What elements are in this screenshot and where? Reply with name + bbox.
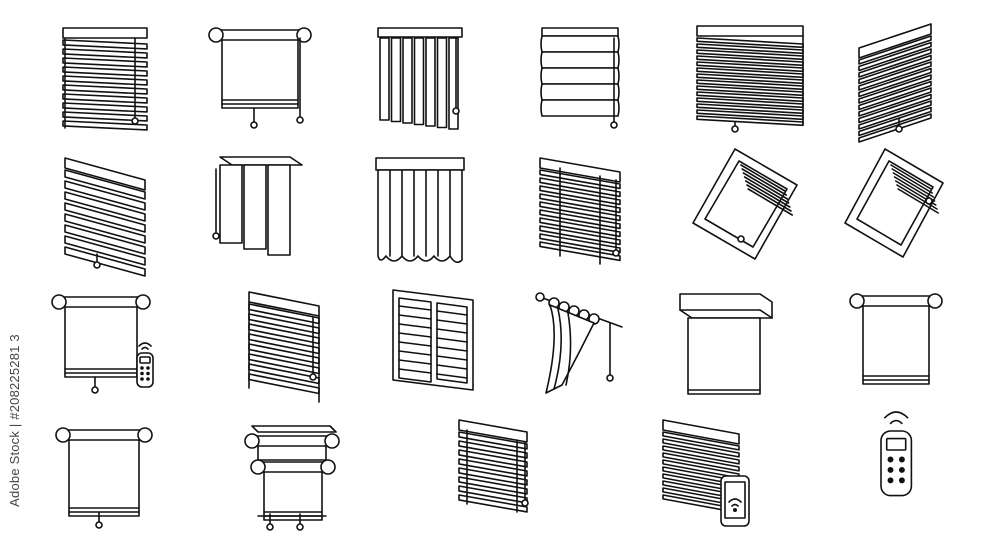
smart-blinds-with-phone-icon — [662, 419, 750, 527]
stock-id-watermark: Adobe Stock | #208225281 3 — [4, 300, 24, 540]
layered-zebra-blinds-icon — [64, 157, 146, 277]
double-roller-blind-icon — [244, 425, 340, 531]
skylight-window-blind-icon — [692, 148, 798, 260]
stock-id-text: Adobe Stock | #208225281 3 — [6, 333, 22, 507]
skylight-window-blind-alt-icon — [844, 148, 944, 258]
wooden-blinds-icon — [539, 157, 621, 265]
roller-blind-pull-chain-icon — [55, 427, 153, 529]
blinds-remote-control-icon — [880, 411, 913, 497]
horizontal-venetian-blinds-icon — [62, 27, 148, 131]
curtain-on-rod-icon — [535, 292, 623, 394]
vertical-blinds-icon — [377, 27, 463, 130]
panel-track-blinds-icon — [212, 156, 303, 256]
cassette-blinds-icon — [248, 291, 320, 403]
plain-roller-blind-icon — [849, 293, 943, 385]
wood-slat-blinds-icon — [458, 419, 529, 513]
box-roller-blind-icon — [679, 293, 773, 395]
wide-horizontal-blinds-icon — [696, 25, 804, 133]
roman-blind-icon — [540, 27, 620, 129]
motorized-roller-blind-with-remote-icon — [51, 294, 154, 394]
sheer-vertical-curtain-icon — [375, 157, 465, 264]
angled-horizontal-blinds-icon — [858, 23, 932, 143]
window-shutters-icon — [392, 289, 474, 391]
roller-blind-icon — [208, 27, 312, 129]
